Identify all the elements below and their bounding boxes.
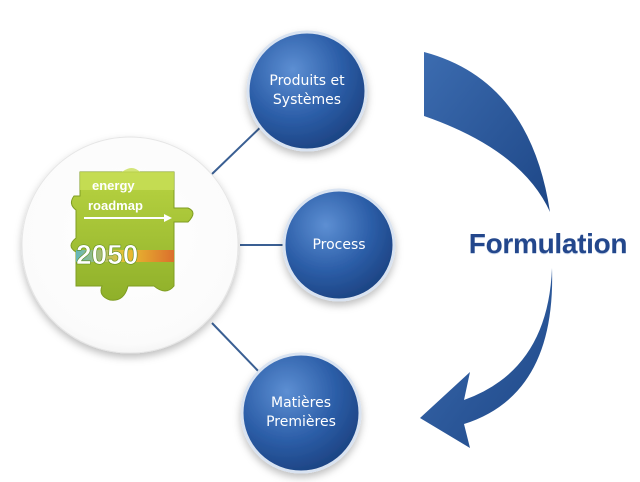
node-label-produits: Produits et Systèmes — [269, 73, 345, 108]
cycle-arrow-lower — [420, 268, 553, 448]
node-circle-matieres — [240, 352, 362, 474]
node-label-process: Process — [312, 236, 366, 253]
node-circle-produits — [246, 30, 368, 152]
logo-word-roadmap: roadmap — [88, 198, 143, 213]
logo-year: 2050 — [76, 239, 138, 270]
logo-word-energy: energy — [92, 178, 135, 193]
connector-produits — [211, 119, 269, 175]
cycle-arrow-upper — [424, 52, 550, 212]
connector-matieres — [211, 322, 263, 376]
node-label-matieres: Matières Premières — [266, 395, 336, 430]
cycle-label: Formulation — [468, 228, 628, 259]
energy-roadmap-logo — [70, 168, 194, 301]
node-circle-process — [282, 188, 396, 302]
